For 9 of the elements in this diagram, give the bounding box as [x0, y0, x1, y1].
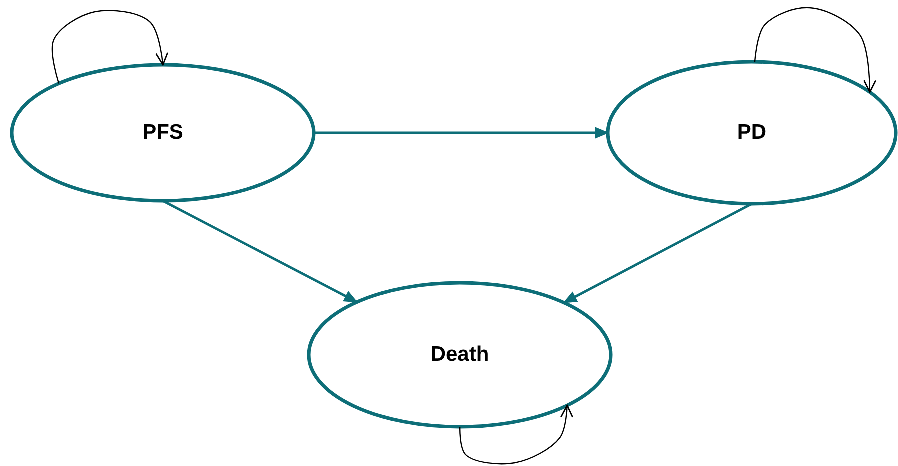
state-label: PD — [737, 121, 767, 145]
state-label: Death — [430, 343, 490, 367]
arrow — [563, 202, 753, 304]
arrow — [314, 127, 610, 139]
state-label: PFS — [142, 121, 184, 145]
arrow — [162, 200, 358, 304]
self-loop-arrow — [754, 7, 877, 94]
self-loop-arrow — [460, 404, 574, 465]
self-loop-arrow — [52, 10, 168, 84]
